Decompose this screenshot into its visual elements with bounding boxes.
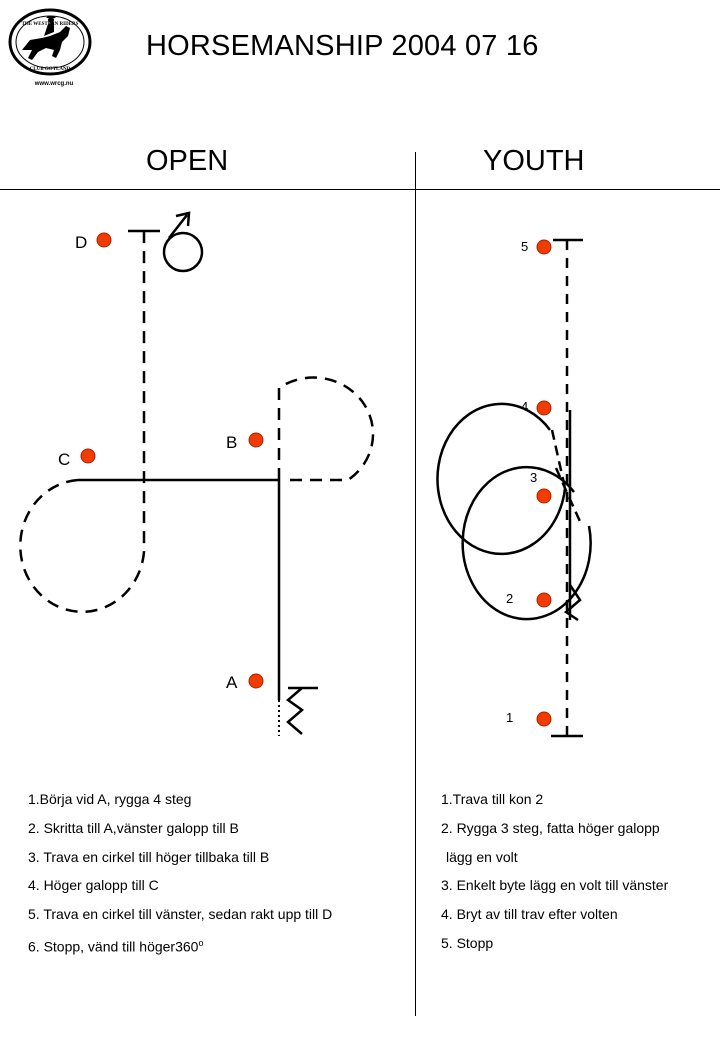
logo-top-text: THE WESTERN RIDERS: [22, 22, 79, 27]
open-left-circle: [19, 232, 146, 614]
open-step: 3. Trava en cirkel till höger tillbaka t…: [28, 848, 270, 865]
youth-right-circle: [461, 465, 592, 621]
youth-steps-list: 1.Trava till kon 2 2. Rygga 3 steg, fatt…: [441, 789, 668, 962]
cone-a: [248, 673, 264, 689]
cone-label-1: 1: [506, 710, 514, 725]
cone-3: [536, 488, 552, 504]
youth-step: 2. Rygga 3 steg, fatta höger galopp: [441, 819, 660, 836]
cone-label-d: D: [75, 233, 88, 252]
header-divider: [0, 189, 720, 190]
open-step-text: 6. Stopp, vänd till höger360: [28, 938, 199, 955]
youth-step: lägg en volt: [446, 848, 518, 865]
open-step: 5. Trava en cirkel till vänster, sedan r…: [28, 906, 333, 923]
cone-4: [536, 400, 552, 416]
cone-label-3: 3: [530, 470, 538, 485]
cone-5: [536, 239, 552, 255]
open-step-6: 6. Stopp, vänd till höger360o: [28, 933, 332, 962]
open-step: 4. Höger galopp till C: [28, 877, 159, 894]
cone-label-b: B: [226, 433, 238, 452]
cone-label-4: 4: [521, 399, 529, 414]
page-title: HORSEMANSHIP 2004 07 16: [146, 30, 539, 62]
open-right-circle: [277, 376, 375, 482]
cone-d: [96, 232, 112, 248]
open-backup-zigzag: [285, 686, 318, 735]
open-heading: OPEN: [146, 145, 229, 177]
cone-label-c: C: [58, 450, 71, 469]
cone-b: [248, 432, 264, 448]
open-spin-arrow: [168, 211, 191, 239]
youth-step: 1.Trava till kon 2: [441, 791, 544, 807]
open-spin-circle: [162, 231, 204, 273]
logo-url: www.wrcg.nu: [34, 81, 74, 87]
cone-label-a: A: [226, 673, 238, 692]
youth-lead-change-dash: [550, 429, 584, 527]
cone-2: [536, 592, 552, 608]
open-step: 2. Skritta till A,vänster galopp till B: [28, 819, 239, 836]
youth-step: 3. Enkelt byte lägg en volt till vänster: [441, 877, 669, 894]
cone-c: [80, 448, 96, 464]
open-steps-list: 1.Börja vid A, rygga 4 steg 2. Skritta t…: [28, 789, 332, 962]
youth-heading: YOUTH: [483, 145, 585, 177]
cone-1: [536, 711, 552, 727]
youth-step: 4. Bryt av till trav efter volten: [441, 906, 618, 923]
cone-label-2: 2: [506, 591, 514, 606]
column-divider: [415, 152, 416, 1016]
cone-label-5: 5: [521, 239, 529, 254]
logo-bottom-text: CLUB GOTLAND: [30, 67, 71, 72]
club-logo: THE WESTERN RIDERS CLUB GOTLAND www.wrcg…: [4, 6, 122, 90]
open-step: 1.Börja vid A, rygga 4 steg: [28, 791, 192, 807]
youth-left-circle: [436, 402, 567, 556]
degree-mark: o: [198, 937, 204, 948]
western-rider-horse-icon: THE WESTERN RIDERS CLUB GOTLAND www.wrcg…: [8, 8, 92, 87]
youth-step: 5. Stopp: [441, 934, 494, 951]
